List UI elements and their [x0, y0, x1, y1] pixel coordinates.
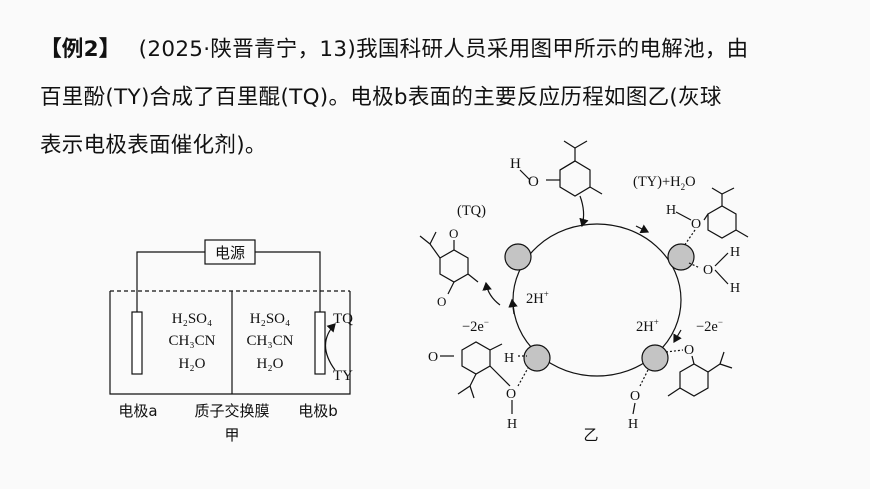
left-solution-3: H₂O [179, 356, 206, 372]
water-h-2: H [730, 281, 740, 296]
left-solution-2: CH₃CN [169, 333, 216, 349]
ty-water-label: (TY)+H2O [633, 174, 696, 192]
intermediate-h-2: H [507, 417, 517, 432]
example-tag: 【例2】 [40, 37, 121, 62]
electrode-b [314, 311, 326, 375]
problem-line-1: 【例2】 (2025·陕晋青宁，13)我国科研人员采用图甲所示的电解池，由 [40, 26, 840, 74]
tq-oxygen-top: O [449, 226, 458, 241]
intermediate-h-1: H [504, 351, 514, 366]
tq-label: TQ [333, 311, 353, 327]
electrode-b-label: 电极b [298, 402, 338, 420]
problem-source: (2025·陕晋青宁，13) [138, 37, 357, 62]
catalyst-ball-3 [523, 344, 551, 372]
membrane-label: 质子交换膜 [194, 402, 269, 420]
catalyst-ball-4 [641, 344, 669, 372]
hydroxyl-hydrogen: H [628, 417, 638, 432]
catalyst-ball-2 [667, 243, 695, 271]
intermediate-oxygen-2: O [506, 387, 516, 402]
ty-label: TY [333, 368, 353, 384]
left-solution-1: H₂SO₄ [172, 311, 212, 327]
adsorbed-thymol-right: H O O H H [666, 187, 749, 296]
problem-line-2: 百里酚(TY)合成了百里醌(TQ)。电极b表面的主要反应历程如图乙(灰球 [40, 85, 722, 110]
phenoxy-oxygen: O [684, 343, 694, 358]
tq-mechanism-label: (TQ) [457, 203, 486, 219]
electrode-a [131, 311, 143, 375]
cycle-arrow-left [508, 298, 518, 315]
intermediate-oxygen: O [428, 350, 438, 365]
problem-line-3: 表示电极表面催化剂)。 [40, 133, 267, 158]
ty-top-oxygen: O [528, 174, 539, 190]
catalyst-ball-1 [504, 243, 532, 271]
right-solution-2: CH₃CN [247, 333, 294, 349]
tq-exit-arrow [482, 281, 501, 306]
adsorbed-o-1: O [691, 217, 701, 232]
electron-loss-right: −2e− [696, 317, 723, 335]
hydroxyl-oxygen: O [630, 389, 640, 404]
adsorbed-intermediate-left: O H O H [428, 341, 529, 432]
water-h-1: H [730, 245, 740, 260]
ty-entry-arrow [579, 195, 589, 228]
cycle-arrow-top [635, 224, 650, 234]
tq-oxygen-bottom: O [437, 294, 446, 309]
problem-text-1: 我国科研人员采用图甲所示的电解池，由 [356, 37, 749, 62]
water-oxygen: O [703, 263, 713, 278]
problem-text: 【例2】 (2025·陕晋青宁，13)我国科研人员采用图甲所示的电解池，由 百里酚… [40, 26, 840, 170]
figure-yi-caption: 乙 [583, 426, 598, 444]
wire-right [255, 251, 321, 312]
thymoquinone-molecule-left: (TQ) O O [419, 203, 486, 309]
adsorbed-h-1: H [666, 203, 676, 218]
thymol-molecule-top: O H [510, 140, 603, 197]
right-solution-1: H₂SO₄ [250, 311, 290, 327]
proton-release-right: 2H+ [636, 317, 659, 335]
adsorbed-intermediate-right: O O H [628, 343, 733, 432]
cell-container [109, 291, 351, 395]
reaction-mechanism-diagram: O H (TY)+H2O H O O H H (TQ) [419, 140, 749, 444]
electrolytic-cell-diagram: 电源 H₂SO₄ CH₃CN H₂O H₂SO₄ CH₃CN H₂O TQ TY… [109, 239, 353, 444]
proton-release-left: 2H+ [526, 289, 549, 307]
figure-jia-caption: 甲 [224, 426, 239, 444]
ty-to-tq-arrow [324, 323, 336, 371]
electrode-a-label: 电极a [118, 402, 157, 420]
cycle-arrow-right [673, 329, 682, 344]
electron-loss-left: −2e− [462, 317, 489, 335]
right-solution-3: H₂O [257, 356, 284, 372]
ty-top-hydrogen: H [510, 156, 521, 172]
power-source-label: 电源 [215, 244, 245, 262]
wire-left [136, 251, 205, 312]
